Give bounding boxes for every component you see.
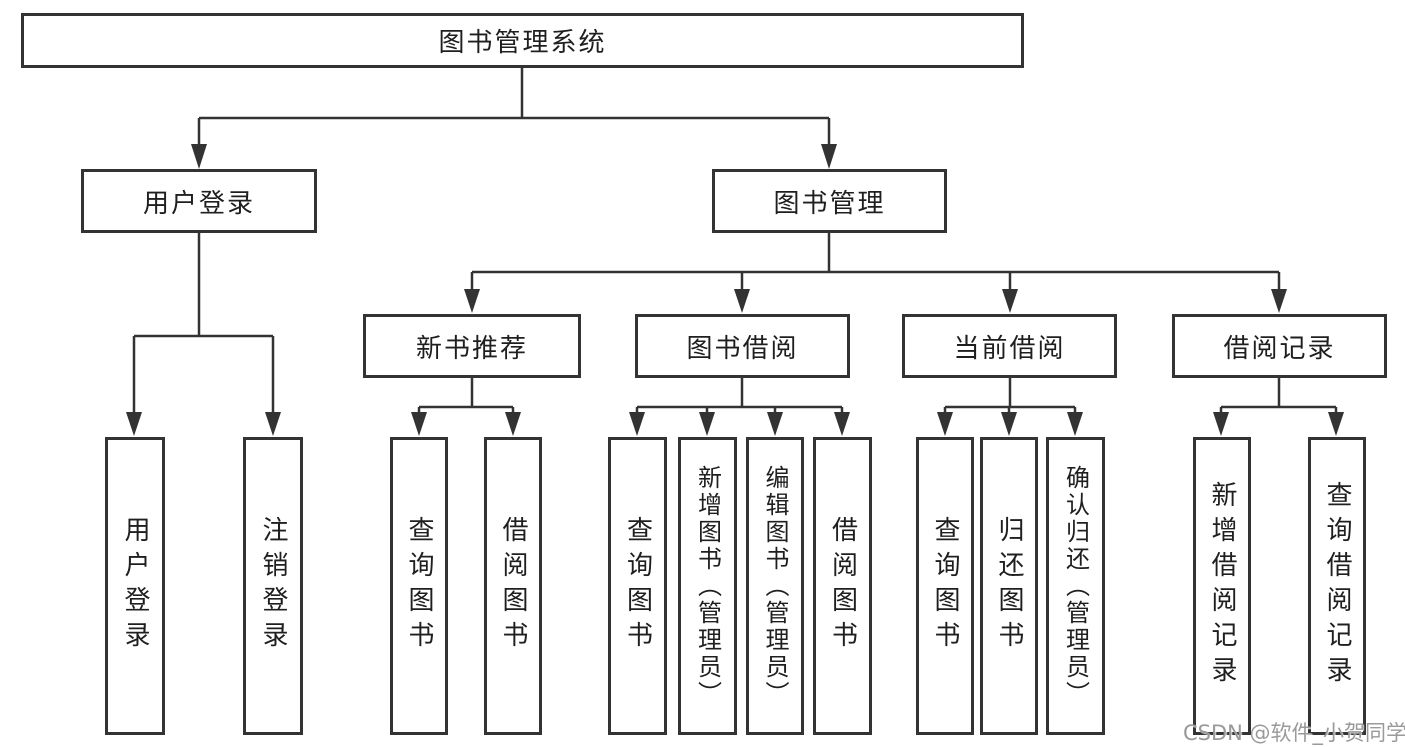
node-new-book-recommend: 新书推荐: [363, 314, 581, 378]
node-label: 图书管理: [773, 188, 886, 219]
leaf-add-borrow-record: 新增借阅记录: [1193, 437, 1251, 735]
leaf-label: 新增图书（管理员）: [693, 464, 722, 708]
leaf-query-books: 查询图书: [608, 437, 667, 735]
node-library-system-root: 图书管理系统: [21, 13, 1024, 68]
leaf-label: 查询图书: [404, 516, 434, 656]
node-current-borrow: 当前借阅: [902, 314, 1117, 378]
leaf-return-books: 归还图书: [980, 437, 1038, 735]
leaf-label: 查询图书: [930, 516, 960, 656]
leaf-edit-book-admin: 编辑图书（管理员）: [746, 437, 804, 735]
leaf-label: 借阅图书: [827, 516, 858, 656]
node-label: 图书管理系统: [438, 28, 607, 58]
leaf-borrow-books: 借阅图书: [484, 437, 542, 735]
leaf-query-books: 查询图书: [916, 437, 974, 735]
node-label: 用户登录: [142, 188, 255, 219]
leaf-label: 借阅图书: [498, 516, 528, 656]
leaf-label: 注销登录: [258, 516, 288, 656]
leaf-label: 归还图书: [994, 516, 1024, 656]
leaf-label: 用户登录: [120, 516, 150, 656]
leaf-label: 编辑图书（管理员）: [761, 464, 789, 708]
node-label: 图书借阅: [686, 333, 799, 364]
node-borrow-records: 借阅记录: [1172, 314, 1387, 378]
node-book-borrow: 图书借阅: [635, 314, 850, 378]
node-user-login: 用户登录: [81, 169, 317, 233]
node-book-management: 图书管理: [712, 169, 947, 233]
node-label: 当前借阅: [953, 333, 1066, 364]
leaf-borrow-books: 借阅图书: [813, 437, 872, 735]
leaf-label: 查询图书: [622, 516, 653, 656]
node-label: 新书推荐: [415, 333, 528, 364]
leaf-label: 确认归还（管理员）: [1061, 464, 1090, 708]
leaf-user-login: 用户登录: [105, 437, 165, 735]
leaf-query-books: 查询图书: [390, 437, 448, 735]
leaf-label: 新增借阅记录: [1207, 481, 1237, 691]
leaf-add-book-admin: 新增图书（管理员）: [678, 437, 737, 735]
csdn-watermark: CSDN @软件_小贺同学: [1183, 721, 1405, 745]
leaf-confirm-return-admin: 确认归还（管理员）: [1046, 437, 1105, 735]
leaf-label: 查询借阅记录: [1322, 481, 1352, 691]
leaf-query-borrow-record: 查询借阅记录: [1308, 437, 1366, 735]
node-label: 借阅记录: [1223, 333, 1336, 364]
leaf-logout: 注销登录: [243, 437, 303, 735]
